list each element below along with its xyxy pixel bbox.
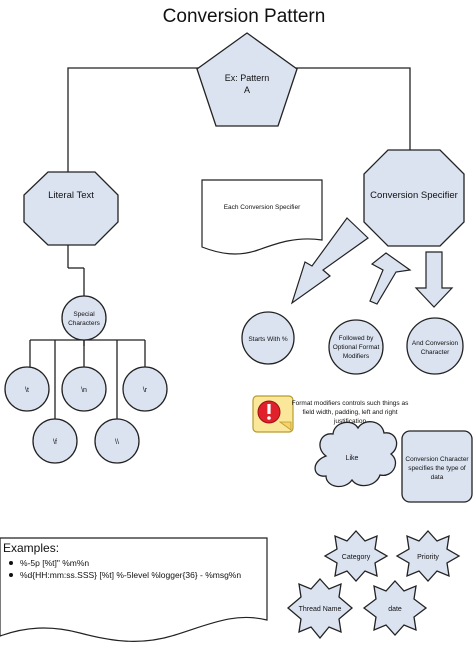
- category-label: Category: [342, 554, 371, 561]
- conversion-character-box-line3: data: [431, 474, 444, 481]
- pattern-node-line1: Ex: Pattern: [225, 73, 270, 83]
- modifier-note-line3: justification: [333, 418, 367, 425]
- arrow-to-format-modifiers: [369, 252, 412, 305]
- modifier-note-line1: Format modifiers controls such things as: [292, 400, 409, 407]
- conversion-character-node: And Conversion Character: [406, 317, 464, 375]
- date-label: date: [388, 606, 402, 613]
- each-specifier-text: Each Conversion Specifier: [224, 204, 301, 211]
- escape-node-r: \r: [122, 366, 168, 412]
- conversion-character-box-line1: Conversion Character: [405, 456, 469, 463]
- diagram-title: Conversion Pattern: [163, 6, 326, 27]
- conversion-character-line2: Character: [421, 349, 450, 356]
- escape-node-backslash: \\: [94, 418, 140, 464]
- special-characters-node: Special Characters: [61, 295, 107, 341]
- date-star: date: [362, 580, 428, 636]
- category-star: Category: [323, 530, 389, 582]
- priority-label: Priority: [417, 554, 439, 561]
- escape-node-f: \f: [32, 418, 78, 464]
- modifier-note-line2: field width, padding, left and right: [302, 409, 397, 416]
- format-modifiers-line3: Modifiers: [343, 353, 370, 360]
- thread-name-star: Thread Name: [286, 578, 354, 640]
- escape-node-n: \n: [61, 366, 107, 412]
- starts-with-label: Starts With %: [248, 336, 288, 343]
- examples-document: Examples: %-5p [%t]" %m%n %d{HH:mm:ss.SS…: [0, 537, 268, 642]
- like-cloud: Like: [314, 421, 398, 488]
- example-item: %-5p [%t]" %m%n: [20, 558, 89, 568]
- examples-bullet: [9, 561, 13, 565]
- pattern-node: Ex: Pattern A: [196, 32, 298, 127]
- literal-text-label: Literal Text: [48, 190, 94, 201]
- examples-heading: Examples:: [3, 541, 59, 555]
- conversion-character-line1: And Conversion: [412, 340, 459, 347]
- arrow-to-starts-with: [290, 217, 369, 305]
- thread-name-label: Thread Name: [299, 606, 342, 613]
- escape-node-t: \t: [4, 366, 50, 412]
- starts-with-node: Starts With %: [241, 311, 295, 365]
- format-modifiers-line1: Followed by: [339, 335, 374, 342]
- special-characters-line1: Special: [73, 311, 95, 318]
- pattern-node-line2: A: [244, 85, 250, 95]
- conversion-character-box: Conversion Character specifies the type …: [401, 430, 473, 503]
- examples-bullet: [9, 573, 13, 577]
- like-label: Like: [346, 455, 359, 462]
- pattern-to-literal-connector: [67, 67, 200, 172]
- format-modifiers-line2: Optional Format: [333, 344, 380, 351]
- each-specifier-document: Each Conversion Specifier: [201, 179, 323, 255]
- special-characters-line2: Characters: [68, 320, 101, 327]
- priority-star: Priority: [395, 530, 461, 582]
- literal-text-node: Literal Text: [23, 171, 119, 246]
- conversion-specifier-node: Conversion Specifier: [363, 149, 465, 247]
- warning-note-icon: [252, 395, 294, 433]
- escape-label: \r: [143, 387, 148, 394]
- format-modifiers-node: Followed by Optional Format Modifiers: [328, 319, 384, 375]
- example-item: %d{HH:mm:ss.SSS} [%t] %-5level %logger{3…: [20, 570, 241, 580]
- escape-label: \n: [81, 387, 87, 394]
- conversion-specifier-label: Conversion Specifier: [370, 190, 458, 201]
- arrow-to-conversion-character: [414, 251, 454, 308]
- escape-label: \f: [53, 439, 57, 446]
- conversion-character-box-line2: specifies the type of: [408, 465, 466, 472]
- escape-label: \t: [25, 387, 29, 394]
- escape-label: \\: [115, 439, 119, 446]
- pattern-to-conversion-connector: [292, 67, 411, 150]
